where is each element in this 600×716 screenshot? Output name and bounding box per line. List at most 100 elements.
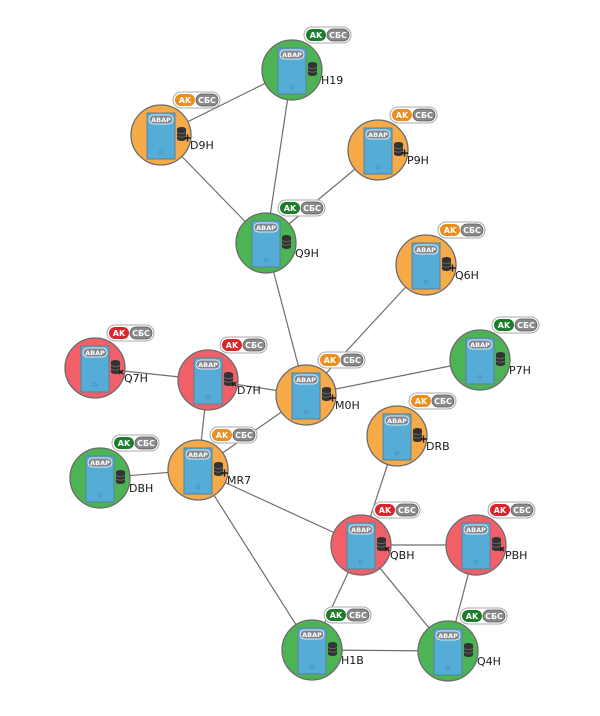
ak-badge[interactable] [375, 504, 395, 516]
ak-badge-label: AK [415, 397, 428, 406]
ak-badge[interactable] [114, 437, 134, 449]
database-icon [463, 643, 474, 657]
abap-label: ABAP [256, 224, 276, 232]
abap-pill [185, 449, 211, 460]
power-icon [303, 409, 308, 414]
sbs-badge[interactable] [395, 503, 419, 517]
ak-badge[interactable] [306, 29, 326, 41]
abap-label: ABAP [368, 131, 388, 139]
sbs-badge[interactable] [326, 28, 350, 42]
ak-badge[interactable] [212, 429, 232, 441]
power-icon [423, 279, 428, 284]
abap-pill [463, 524, 489, 535]
database-icon [412, 428, 423, 442]
ak-badge[interactable] [326, 609, 346, 621]
sbs-badge-label: СБС [398, 506, 416, 515]
ak-badge[interactable] [320, 354, 340, 366]
plus-icon [449, 264, 456, 272]
sbs-badge[interactable] [300, 201, 324, 215]
ak-badge[interactable] [462, 610, 482, 622]
database-icon [110, 360, 121, 374]
database-icon [213, 462, 224, 476]
x-icon [499, 546, 505, 552]
abap-label: ABAP [416, 246, 436, 254]
ak-badge[interactable] [109, 327, 129, 339]
status-badges: AK СБС [408, 392, 457, 410]
sbs-badge[interactable] [232, 428, 256, 442]
ak-badge[interactable] [222, 339, 242, 351]
ak-badge-label: AK [284, 204, 297, 213]
sbs-badge[interactable] [482, 609, 506, 623]
sbs-badge[interactable] [340, 353, 364, 367]
ak-badge[interactable] [411, 395, 431, 407]
ak-badge[interactable] [175, 94, 195, 106]
database-icon [281, 235, 292, 249]
node-label: H19 [321, 74, 343, 87]
ak-badge[interactable] [280, 202, 300, 214]
database-icon [376, 537, 387, 551]
power-icon [394, 450, 399, 455]
sbs-badge-label: СБС [303, 204, 321, 213]
abap-label: ABAP [151, 116, 171, 124]
sbs-badge[interactable] [242, 338, 266, 352]
sbs-badge[interactable] [431, 394, 455, 408]
abap-label: ABAP [302, 631, 322, 639]
sbs-badge[interactable] [346, 608, 370, 622]
sbs-badge[interactable] [195, 93, 219, 107]
ak-badge-label: AK [179, 96, 192, 105]
ak-badge[interactable] [440, 224, 460, 236]
ak-badge-label: AK [498, 321, 511, 330]
sbs-badge-label: СБС [415, 111, 433, 120]
ak-badge[interactable] [490, 504, 510, 516]
node-label: Q6H [455, 269, 479, 282]
power-icon [93, 382, 98, 387]
node-label: P7H [509, 364, 531, 377]
abap-label: ABAP [438, 632, 458, 640]
abap-pill [87, 457, 113, 468]
sbs-badge[interactable] [514, 318, 538, 332]
node-label: D9H [190, 139, 214, 152]
abap-pill [253, 222, 279, 233]
ak-badge[interactable] [392, 109, 412, 121]
ak-badge-label: AK [113, 329, 126, 338]
sbs-badge[interactable] [412, 108, 436, 122]
abap-label: ABAP [188, 451, 208, 459]
sbs-badge[interactable] [510, 503, 534, 517]
x-icon [384, 546, 390, 552]
ak-badge[interactable] [494, 319, 514, 331]
sbs-badge[interactable] [134, 436, 158, 450]
sbs-badge[interactable] [129, 326, 153, 340]
ak-badge-label: AK [324, 356, 337, 365]
ak-badge-label: AK [118, 439, 131, 448]
database-icon [393, 142, 404, 156]
abap-pill [293, 374, 319, 385]
abap-pill [195, 359, 221, 370]
abap-pill [299, 629, 325, 640]
plus-icon [184, 134, 191, 142]
power-icon [195, 484, 200, 489]
sbs-badge-label: СБС [434, 397, 452, 406]
sbs-badge[interactable] [460, 223, 484, 237]
database-icon [495, 352, 506, 366]
